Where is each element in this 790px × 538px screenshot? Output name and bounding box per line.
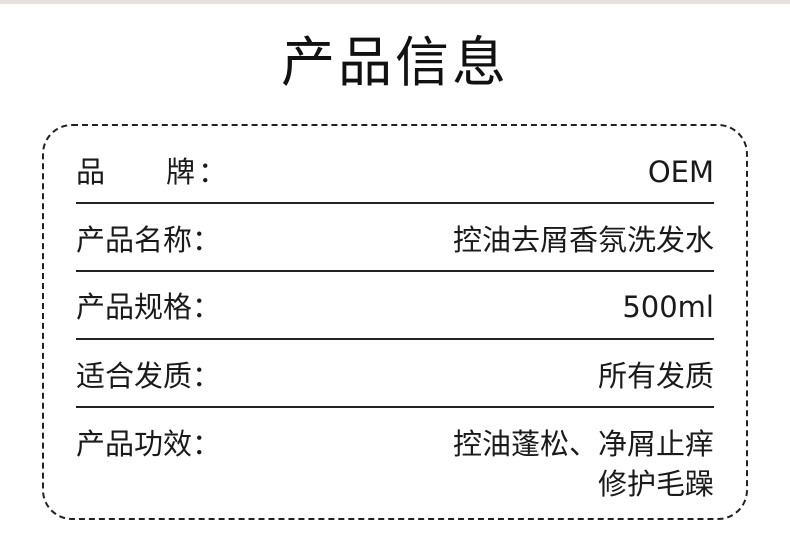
top-rule [0, 0, 790, 4]
spec-value-line: 500ml [622, 290, 714, 324]
row-divider [76, 202, 714, 204]
brand-value-line: OEM [647, 155, 714, 189]
page-title: 产品信息 [281, 31, 509, 94]
product-name-value-line: 控油去屑香氛洗发水 [452, 223, 714, 257]
product-name-value: 控油去屑香氛洗发水 [453, 220, 714, 260]
brand-label-part-1: 品 [76, 155, 109, 189]
effects-label: 产品功效： [76, 427, 222, 461]
effects-value-line-2: 修护毛躁 [597, 467, 714, 501]
spec-label: 产品规格： [76, 290, 222, 324]
brand-label: 品 牌： [76, 152, 230, 192]
row-divider [76, 338, 714, 340]
brand-label-part-2: 牌： [166, 155, 231, 189]
hair-type-value: 所有发质 [598, 356, 714, 396]
effects-value: 控油蓬松、净屑止痒 修护毛躁 [453, 424, 714, 504]
effects-value-line-1: 控油蓬松、净屑止痒 [452, 427, 714, 461]
product-info-card: 品 牌： OEM 产品名称： 控油去屑香氛洗发水 产品规格： 500ml 适合发质… [42, 124, 748, 520]
hair-type-value-line: 所有发质 [597, 359, 714, 393]
row-divider [76, 406, 714, 408]
row-divider [76, 270, 714, 272]
brand-value: OEM [648, 152, 714, 192]
hair-type-label: 适合发质： [76, 359, 222, 393]
spec-value: 500ml [622, 287, 714, 327]
product-name-label: 产品名称： [76, 223, 222, 257]
